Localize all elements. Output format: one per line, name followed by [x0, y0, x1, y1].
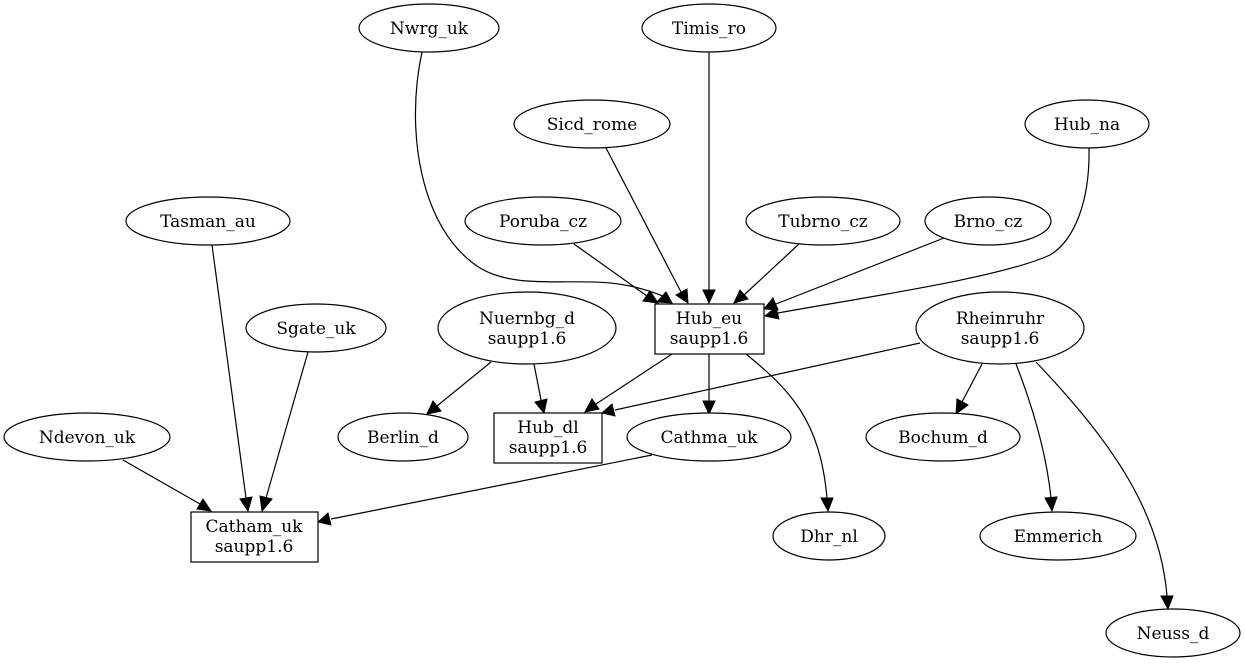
edge-ndevon-uk-to-catham-uk [122, 459, 213, 512]
edge-tasman-au-to-catham-uk [211, 244, 253, 513]
edge-poruba-cz-to-hub-eu [573, 243, 660, 304]
node-hub-na: Hub_na [1024, 99, 1150, 149]
node-label: Rheinruhr [956, 309, 1045, 329]
node-dhr-nl: Dhr_nl [772, 511, 886, 561]
node-ndevon-uk: Ndevon_uk [3, 412, 171, 462]
edge-hub-eu-to-hub-dl [584, 353, 673, 413]
nodes: Nwrg_uk Timis_ro Sicd_rome Hub_na Tasman… [3, 3, 1241, 658]
node-sublabel: saupp1.6 [509, 438, 588, 458]
node-label: Nwrg_uk [390, 19, 469, 39]
node-label: Hub_na [1054, 115, 1120, 135]
node-sublabel: saupp1.6 [670, 329, 749, 349]
node-nwrg-uk: Nwrg_uk [358, 3, 500, 53]
edge-hub-na-to-hub-eu [763, 147, 1090, 320]
edge-rheinruhr-to-neuss-d [1035, 361, 1174, 611]
node-label: Catham_uk [206, 517, 304, 537]
node-tasman-au: Tasman_au [125, 196, 291, 246]
edge-rheinruhr-to-bochum-d [955, 363, 983, 416]
node-brno-cz: Brno_cz [924, 196, 1052, 246]
edge-brno-cz-to-hub-eu [763, 237, 945, 311]
node-sublabel: saupp1.6 [215, 537, 294, 557]
node-label: Neuss_d [1137, 624, 1210, 644]
node-timis-ro: Timis_ro [641, 3, 777, 53]
node-sublabel: saupp1.6 [488, 329, 567, 349]
node-label: Timis_ro [672, 19, 746, 39]
node-label: Ndevon_uk [39, 428, 136, 448]
edge-hub-eu-to-cathma-uk [702, 354, 716, 416]
node-label: Dhr_nl [800, 527, 858, 547]
node-neuss-d: Neuss_d [1105, 608, 1241, 658]
node-label: Tubrno_cz [778, 212, 868, 232]
node-emmerich: Emmerich [979, 511, 1137, 561]
node-label: Sgate_uk [276, 319, 356, 339]
edge-nuernbg-d-to-hub-dl [533, 363, 548, 415]
node-label: Hub_eu [676, 309, 742, 329]
node-label: Brno_cz [954, 212, 1023, 232]
node-hub-dl: Hub_dl saupp1.6 [493, 412, 603, 464]
node-label: Sicd_rome [547, 115, 638, 135]
edge-nuernbg-d-to-berlin-d [426, 361, 492, 415]
node-label: Emmerich [1014, 527, 1103, 547]
edge-nwrg-uk-to-hub-eu [414, 51, 673, 304]
node-label: Cathma_uk [661, 428, 759, 448]
node-label: Berlin_d [367, 428, 439, 448]
node-poruba-cz: Poruba_cz [464, 196, 622, 246]
edge-sgate-uk-to-catham-uk [259, 351, 309, 513]
node-sublabel: saupp1.6 [961, 329, 1040, 349]
edge-cathma-uk-to-catham-uk [316, 454, 653, 526]
node-cathma-uk: Cathma_uk [626, 412, 792, 462]
node-tubrno-cz: Tubrno_cz [745, 196, 901, 246]
node-label: Poruba_cz [499, 212, 587, 232]
node-label: Bochum_d [898, 428, 988, 448]
edges [122, 51, 1174, 611]
edge-hub-eu-to-dhr-nl [745, 353, 834, 513]
node-nuernbg-d: Nuernbg_d saupp1.6 [437, 291, 617, 365]
node-label: Hub_dl [517, 418, 578, 438]
edge-rheinruhr-to-hub-dl [600, 342, 921, 417]
edge-timis-ro-to-hub-eu [702, 52, 716, 305]
edge-rheinruhr-to-emmerich [1015, 363, 1058, 513]
node-catham-uk: Catham_uk saupp1.6 [190, 511, 319, 563]
edge-sicd-rome-to-hub-eu [605, 147, 689, 304]
node-sicd-rome: Sicd_rome [513, 99, 671, 149]
node-rheinruhr: Rheinruhr saupp1.6 [915, 291, 1085, 365]
node-label: Nuernbg_d [479, 309, 575, 329]
node-berlin-d: Berlin_d [337, 412, 469, 462]
edge-tubrno-cz-to-hub-eu [733, 243, 800, 304]
node-bochum-d: Bochum_d [865, 412, 1021, 462]
node-hub-eu: Hub_eu saupp1.6 [654, 303, 765, 355]
node-label: Tasman_au [160, 212, 256, 232]
node-sgate-uk: Sgate_uk [245, 303, 387, 353]
